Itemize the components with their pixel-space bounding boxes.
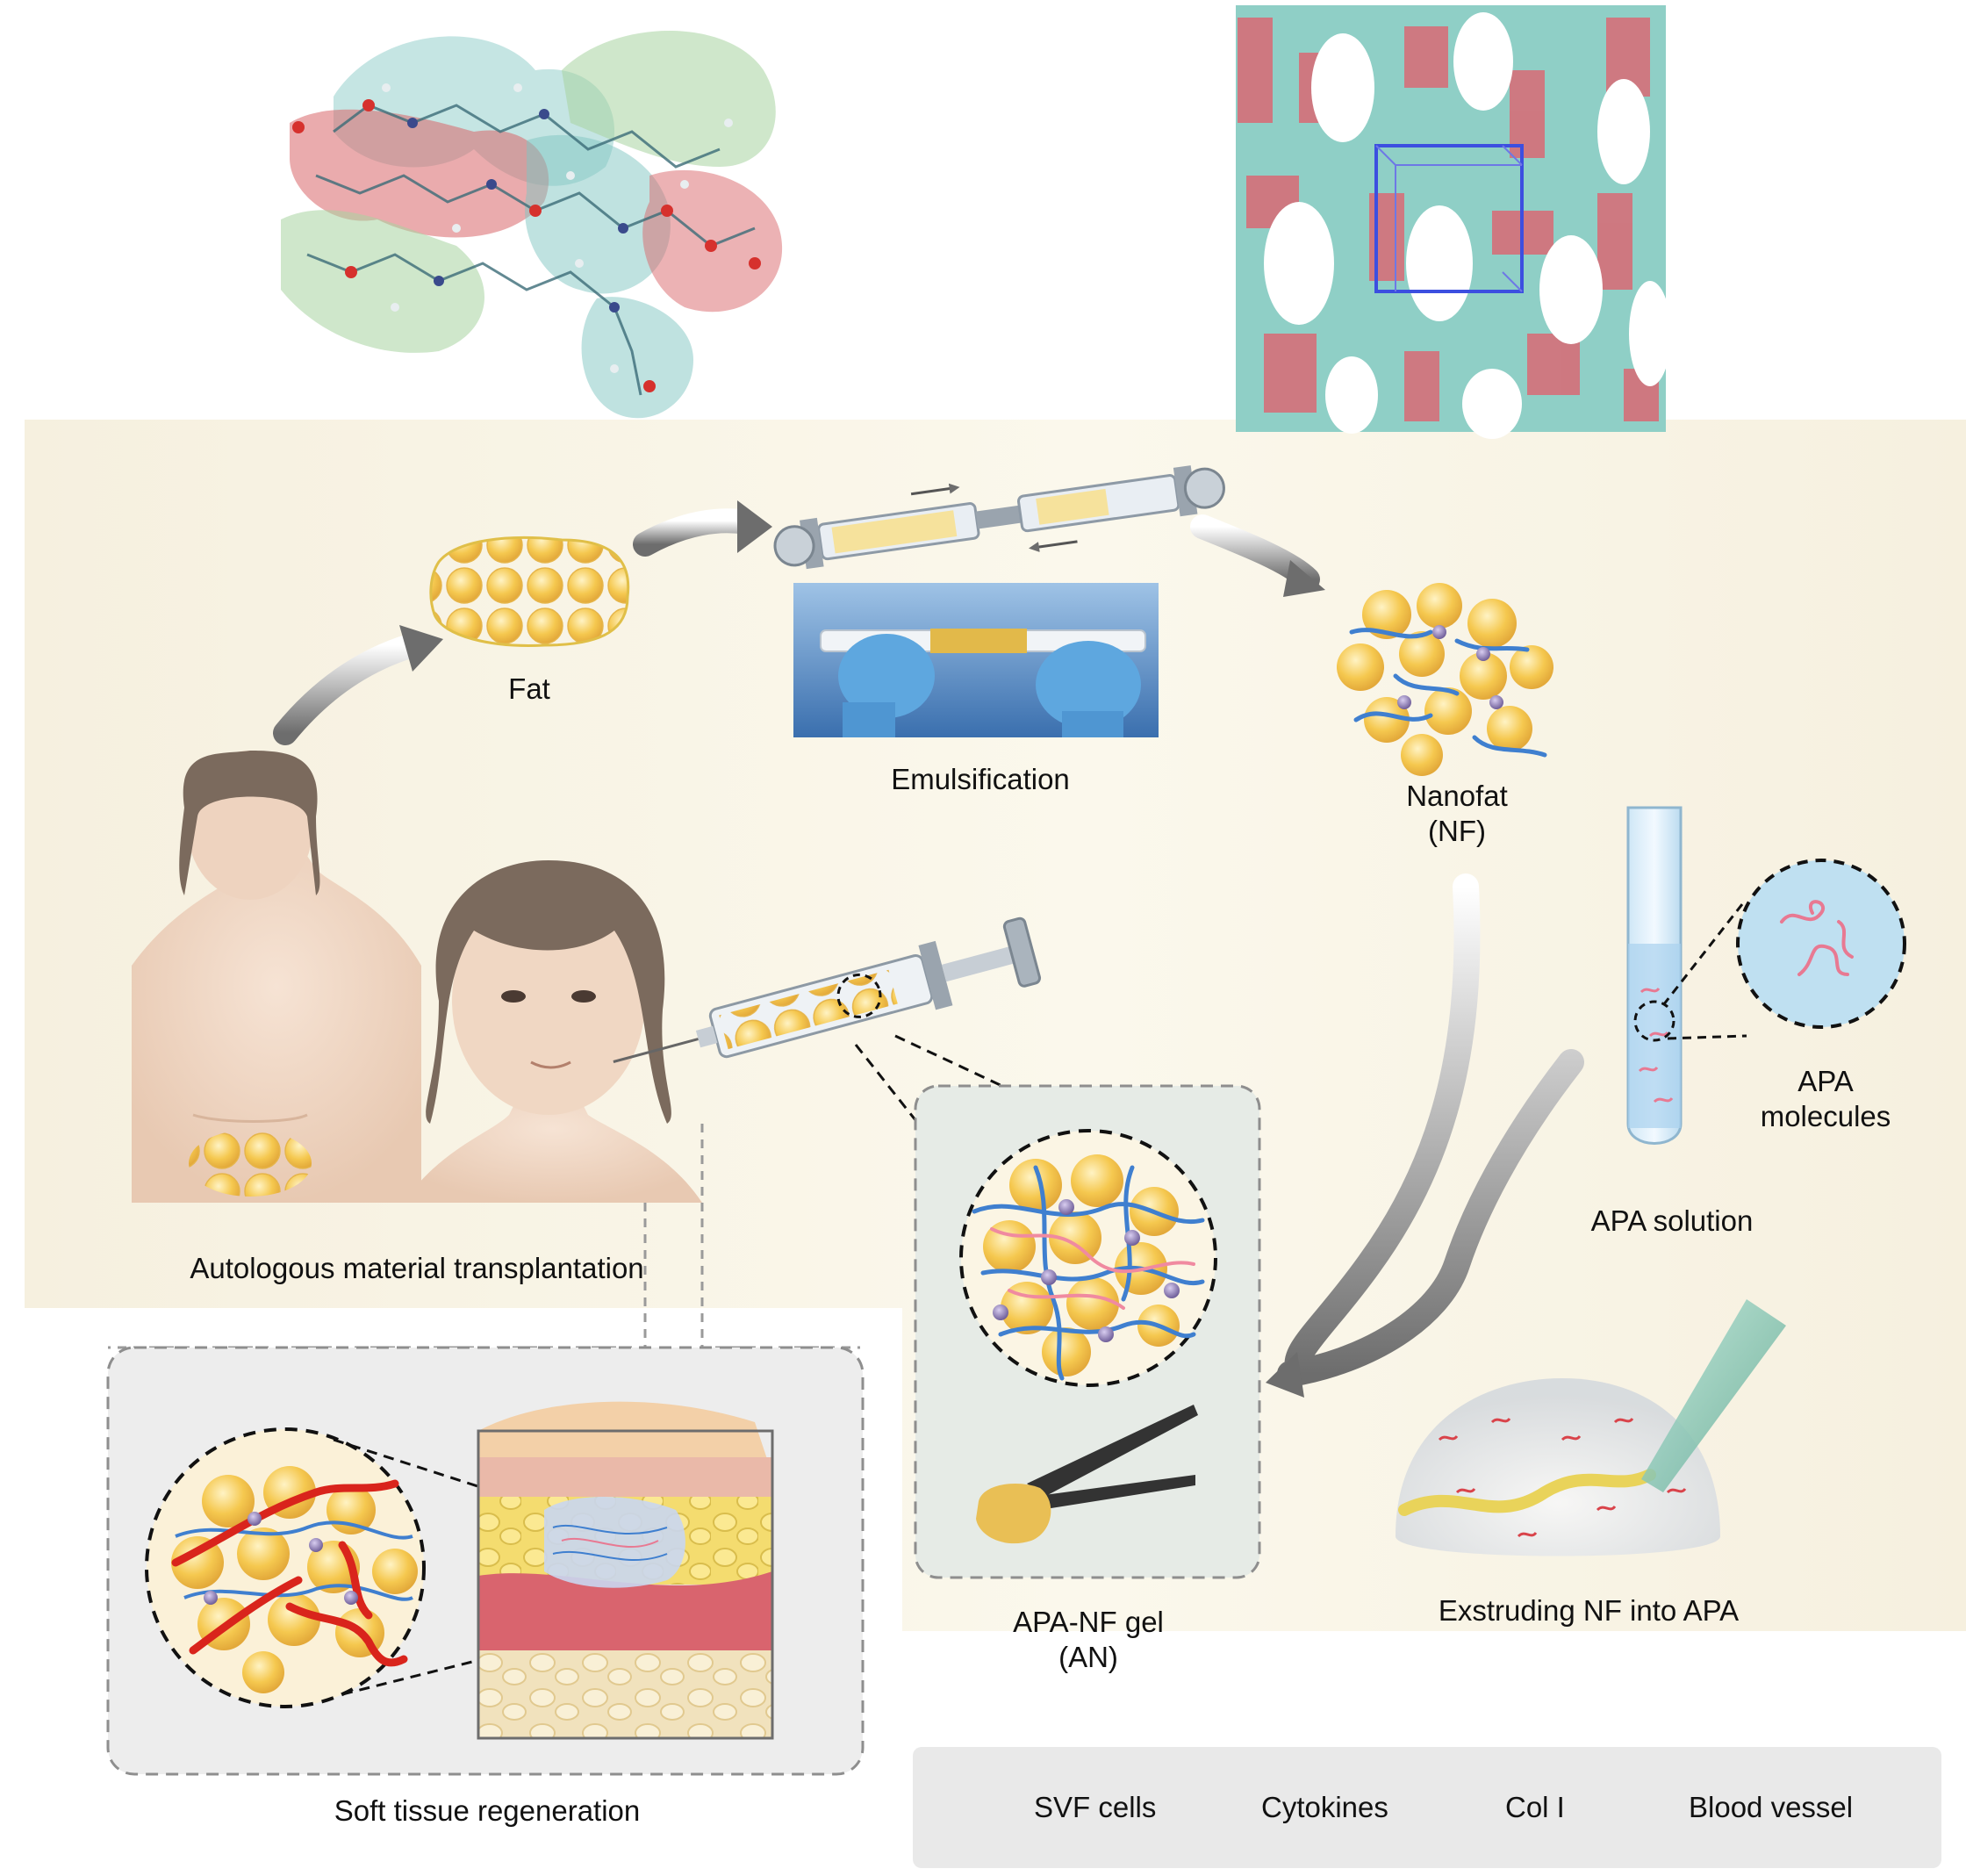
legend-item-svf-cells: SVF cells bbox=[1034, 1747, 1156, 1868]
apa-molecules-label: APA bbox=[1797, 1065, 1854, 1097]
apa-molecular-model bbox=[281, 31, 783, 419]
patient-face-illustration bbox=[404, 860, 702, 1203]
injection-syringe bbox=[613, 916, 1042, 1063]
extruding-label: Exstruding NF into APA bbox=[1438, 1594, 1740, 1627]
apa-molecules-zoom-circle bbox=[1736, 859, 1906, 1029]
legend-label: SVF cells bbox=[1034, 1791, 1157, 1823]
legend-item-col-i: Col I bbox=[1505, 1747, 1565, 1868]
nanofat-abbrev-label: (NF) bbox=[1428, 815, 1486, 847]
arrow-merge-to-gel bbox=[1277, 873, 1584, 1387]
soft-tissue-panel bbox=[106, 1346, 865, 1776]
emulsification-photo bbox=[793, 583, 1159, 737]
apa-nf-gel-panel bbox=[914, 1084, 1261, 1579]
arrow-fat-to-emulsification bbox=[633, 508, 758, 557]
legend-label: Cytokines bbox=[1261, 1791, 1388, 1823]
apa-solution-tube bbox=[1626, 806, 1906, 1145]
apa-nf-gel-label: APA-NF gel bbox=[1013, 1606, 1164, 1638]
soft-tissue-regeneration-label: Soft tissue regeneration bbox=[334, 1794, 641, 1827]
legend: SVF cells Cytokines Col I Blood vessel bbox=[913, 1747, 1941, 1868]
legend-item-blood-vessel: Blood vessel bbox=[1689, 1747, 1853, 1868]
arrow-body-to-fat bbox=[273, 633, 425, 745]
autologous-transplantation-label: Autologous material transplantation bbox=[190, 1252, 644, 1284]
fat-tissue bbox=[429, 535, 630, 647]
nanofat-cluster bbox=[1337, 583, 1553, 776]
legend-label: Col I bbox=[1505, 1791, 1565, 1823]
apa-solution-label: APA solution bbox=[1590, 1204, 1754, 1237]
patient-body-illustration bbox=[132, 751, 421, 1203]
extrusion-dome bbox=[1396, 1299, 1786, 1556]
emulsification-label: Emulsification bbox=[891, 763, 1070, 795]
legend-item-cytokines: Cytokines bbox=[1261, 1747, 1388, 1868]
fat-label: Fat bbox=[508, 672, 550, 705]
legend-label: Blood vessel bbox=[1689, 1791, 1854, 1823]
connected-syringes bbox=[773, 465, 1225, 570]
apa-nf-gel-abbrev-label: (AN) bbox=[1058, 1641, 1118, 1673]
md-simulation-snapshot bbox=[1236, 5, 1671, 439]
abdominal-fat-donor-site bbox=[189, 1130, 312, 1197]
apa-molecules-label-2: molecules bbox=[1760, 1100, 1891, 1132]
flow-arrows bbox=[273, 500, 1584, 1398]
nanofat-label: Nanofat bbox=[1406, 780, 1508, 812]
